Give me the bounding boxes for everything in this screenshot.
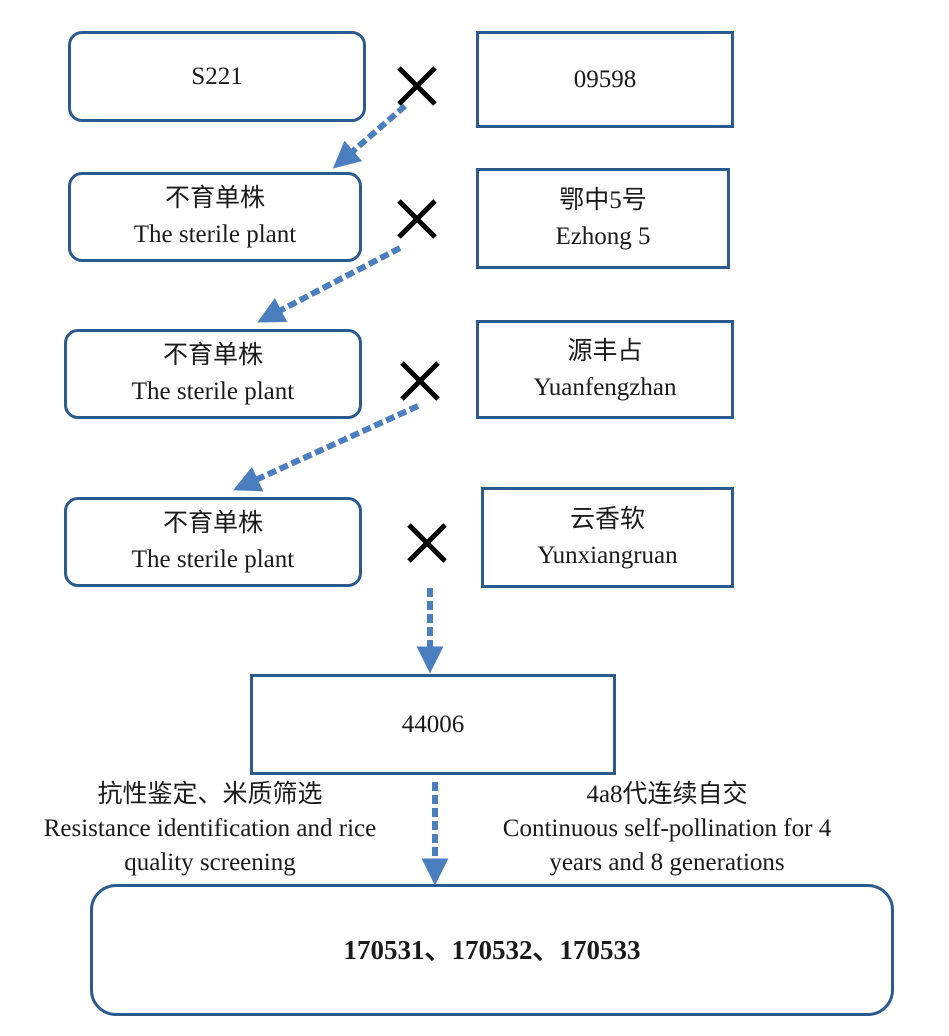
sterile-plant-box-3: 不育单株 The sterile plant xyxy=(64,497,362,587)
step-right-en-2: years and 8 generations xyxy=(549,849,785,876)
male-box-ezhong5: 鄂中5号 Ezhong 5 xyxy=(476,168,730,269)
arrow-3 xyxy=(233,403,420,492)
cross-symbol-4 xyxy=(407,523,447,563)
male-cn: 鄂中5号 xyxy=(559,186,647,214)
male-cn: 云香软 xyxy=(569,505,645,533)
female-cn: 不育单株 xyxy=(162,510,263,537)
cross-symbol-3 xyxy=(400,361,440,401)
male-cn: 源丰占 xyxy=(567,337,643,365)
step-left-caption: 抗性鉴定、米质筛选 Resistance identification and … xyxy=(0,778,420,880)
male-en: Ezhong 5 xyxy=(555,222,651,250)
cross-symbol-2 xyxy=(397,199,437,239)
step-right-caption: 4a8代连续自交 Continuous self-pollination for… xyxy=(452,778,882,880)
result-lines-box: 170531、170532、170533 xyxy=(90,884,894,1016)
line-44006-box: 44006 xyxy=(250,674,616,775)
parent-label: 09598 xyxy=(573,65,637,93)
female-en: The sterile plant xyxy=(131,378,295,405)
female-en: The sterile plant xyxy=(131,546,295,573)
parent-label: S221 xyxy=(191,62,243,90)
sterile-plant-box-2: 不育单株 The sterile plant xyxy=(64,329,362,419)
parent-box-09598: 09598 xyxy=(476,31,734,128)
step-right-cn: 4a8代连续自交 xyxy=(586,781,748,808)
arrow-1 xyxy=(332,103,407,169)
female-cn: 不育单株 xyxy=(162,342,263,369)
male-en: Yuanfengzhan xyxy=(533,373,677,401)
step-left-en-2: quality screening xyxy=(124,849,296,876)
sterile-plant-box-1: 不育单株 The sterile plant xyxy=(68,172,362,262)
step-right-en-1: Continuous self-pollination for 4 xyxy=(502,815,832,842)
male-box-yuanfengzhan: 源丰占 Yuanfengzhan xyxy=(476,320,734,419)
step-left-cn: 抗性鉴定、米质筛选 xyxy=(97,781,323,808)
parent-box-s221: S221 xyxy=(68,31,366,122)
male-box-yunxiangruan: 云香软 Yunxiangruan xyxy=(481,487,734,588)
female-en: The sterile plant xyxy=(133,221,297,248)
line-label: 44006 xyxy=(401,710,465,738)
male-en: Yunxiangruan xyxy=(537,541,678,569)
female-cn: 不育单株 xyxy=(164,185,265,212)
cross-symbol-1 xyxy=(397,66,437,106)
step-left-en-1: Resistance identification and rice xyxy=(43,815,377,842)
result-label: 170531、170532、170533 xyxy=(343,935,641,965)
